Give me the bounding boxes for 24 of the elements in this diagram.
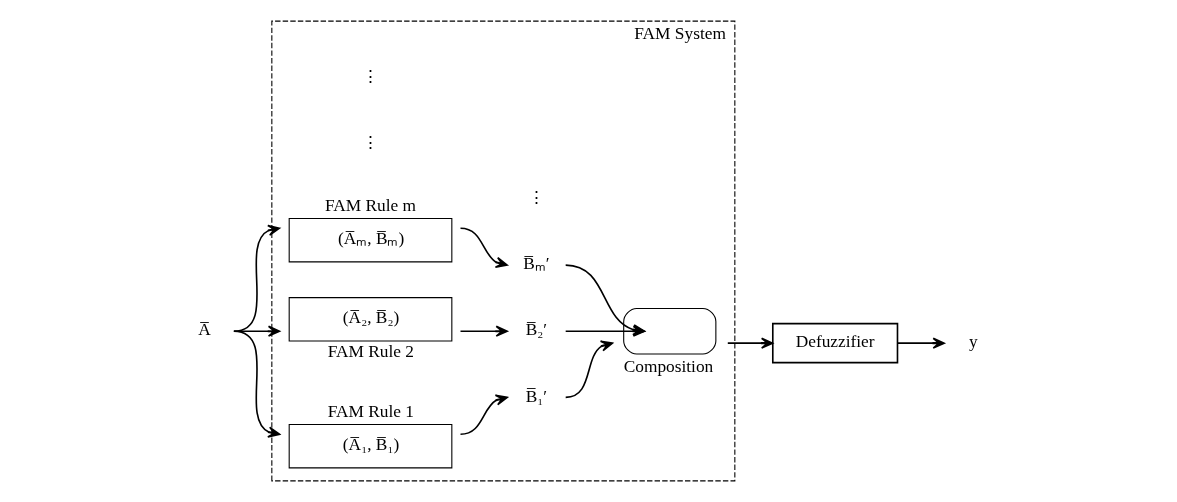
node-text: B̅₁′ [525,386,547,406]
node-box: (A̅₂, B̅₂) [288,297,452,342]
arrow [564,340,613,399]
node-box: (A̅ₘ, B̅ₘ) [288,217,452,263]
node-label: Composition [623,357,713,377]
node-box [622,307,716,355]
label: ⋮ [527,188,545,208]
node-label: FAM Rule 1 [327,401,414,421]
node-text: B̅₂′ [525,320,547,340]
arrow [726,337,773,349]
node-box: Defuzzifier [771,322,898,364]
arrow [459,227,508,269]
node-text: B̅ₘ′ [522,254,550,274]
node-box: (A̅₁, B̅₁) [288,423,452,469]
label: ⋮ [361,66,379,86]
arrow [459,394,508,436]
label: ⋮ [361,132,379,152]
node-text: A̅ [197,320,211,340]
arrow [896,337,945,349]
node-text: y [968,332,978,352]
arrow [459,325,508,337]
node-label: FAM Rule m [324,195,416,215]
arrow [232,224,280,333]
node-label: FAM Rule 2 [327,342,414,362]
